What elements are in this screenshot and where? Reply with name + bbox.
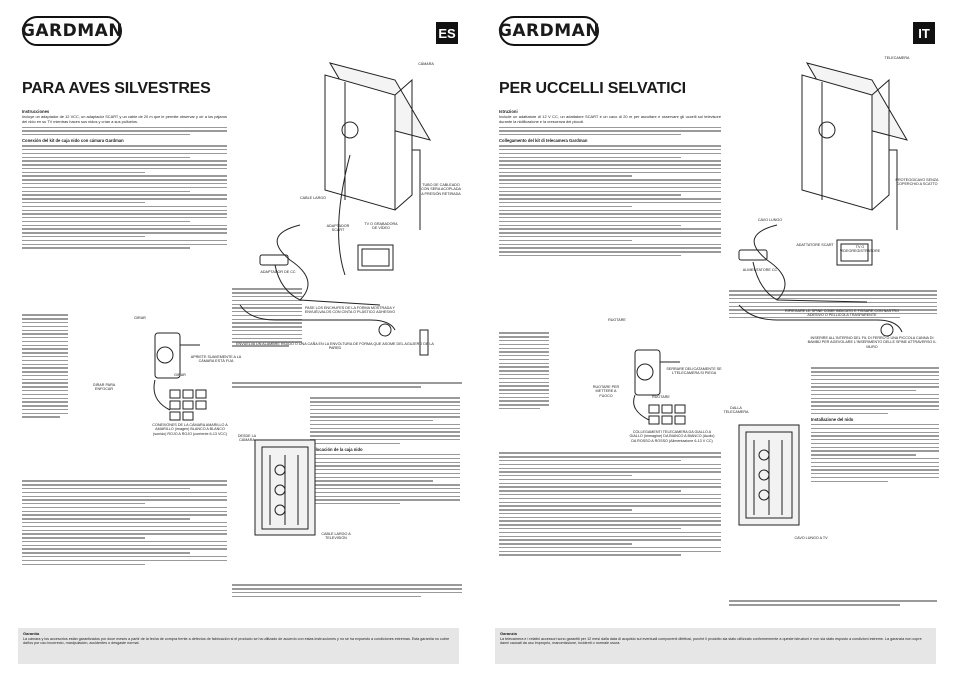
label-rotate-focus: RUOTARE PER METTERE A FUOCO [592,385,620,398]
section-heading: Installazione del nido [811,416,854,422]
label-dc-power: ALIMENTATORE CC [742,268,778,272]
warranty-box: Garantía La cámara y los accesorios está… [18,628,459,664]
label-camera-connections: COLLEGAMENTI TELECAMERA DA GIALLO A GIAL… [629,430,715,443]
section-heading: Istruzioni [499,109,518,114]
lower-text [499,450,721,558]
language-badge: ES [436,22,458,44]
right-text-block [232,380,462,390]
page-title: PER UCCELLI SELVATICI [499,80,686,97]
label-camera: CÁMARA [418,62,434,66]
intro-paragraph: Include un adattatore di 12 V CC, un ada… [499,114,721,124]
birdhouse-diagram [633,62,909,526]
intro-paragraph: Incluye un adaptador de 12 VCC, un adapt… [22,114,227,124]
lower-text [22,478,227,567]
warranty-title: Garanzia [500,631,517,636]
label-turn: GIRAR [134,316,146,320]
label-dc-adapter: ADAPTADOR DE CC [260,270,296,274]
bottom-text [232,582,462,600]
instructions-text: Instrucciones Incluye un adaptador de 12… [22,107,227,251]
label-wrap-wire: ENVUELVA UN ALAMBRE RÍGIDO O UNA CAÑA EN… [236,342,434,351]
section-heading: Instrucciones [22,109,50,114]
section-heading: Conexión del kit de caja nido con cámara… [22,137,124,143]
gardman-logo: GARDMAN [21,16,123,46]
label-tighten: APRIETE SUAVEMENTE A LA CÁMARA ESTÁ FIJA [190,355,242,364]
label-cable-to-tv: CABLE LARGO A TELEVISIÓN [321,532,351,541]
warranty-text: La cámara y los accesorios están garanti… [23,636,450,646]
right-text-block [729,288,937,321]
label-scart-adapter: ADATTATORE SCART [796,243,834,247]
narrow-text-column [22,312,68,420]
birdhouse-diagram [153,62,432,536]
page-title: PARA AVES SILVESTRES [22,80,211,97]
label-from-camera: DALLA TELECAMERA [723,406,749,415]
page-italian: GARDMAN IT PER UCCELLI SELVATICI Istruzi… [477,0,954,675]
label-camera: TELECAMERA [884,56,910,60]
label-camera-connections: CONEXIONES DE LA CÁMARA AMARILLO A AMARI… [152,423,228,436]
label-cable-tube: TUBO DE CABLEADO CON SERA ACOPLADA A PRE… [421,183,461,196]
colocacion-text: Colocación de la caja nido [310,395,460,507]
label-insert-wire: INSERIRE ALL'INTERNO DEL FIL DI FERRO O … [807,336,937,349]
section-heading: Colocación de la caja nido [310,446,363,452]
page-spanish: GARDMAN ES PARA AVES SILVESTRES Instrucc… [18,16,462,664]
section-heading: Collegamento del kit di telecamera Gardm… [499,137,588,143]
label-pass-plugs: PASE LOS ENCHUFES DE LA FORMA MOSTRADA Y… [304,306,396,315]
label-cable-protector: PROTEGGICAVO SENZA COPERCHIO A SCATTO [895,178,939,187]
warranty-title: Garantía [23,631,40,636]
label-long-cable: CAVO LUNGO [757,218,783,222]
label-from-camera: DESDE LA CÁMARA [237,434,257,443]
gardman-logo: GARDMAN [498,16,600,46]
label-turn-focus: GIRAR PARA ENFOCAR [92,383,116,392]
language-badge: IT [913,22,935,44]
warranty-box: Garanzia La telecamera e i relativi acce… [495,628,936,664]
label-tighten: SERRARE DELICATAMENTE SE L'TELECAMERA SI… [666,367,722,376]
instructions-text: Istruzioni Include un adattatore di 12 V… [499,107,721,259]
label-rotate: RUOTARE [652,395,670,399]
warranty-text: La telecamera e i relativi accessori son… [500,636,922,646]
narrow-text-column [499,330,549,412]
label-scart-adapter: ADAPTADOR SCART [326,224,350,233]
label-cable-to-tv: CAVO LUNGO A TV [794,536,828,540]
label-rotate: RUOTARE [608,318,626,322]
installazione-text: Installazione del nido [811,365,939,484]
label-tv: TV O VIDEOREGISTRATORE [839,245,881,254]
bottom-text [729,598,937,608]
label-fold-plugs: RIPIEGARE LE SPINE COME INDICATO E FISSA… [785,309,899,318]
label-turn: GIRAR [174,373,186,377]
label-tv: TV O GRABADORA DE VÍDEO [364,222,398,231]
label-long-cable: CABLE LARGO [299,196,327,200]
